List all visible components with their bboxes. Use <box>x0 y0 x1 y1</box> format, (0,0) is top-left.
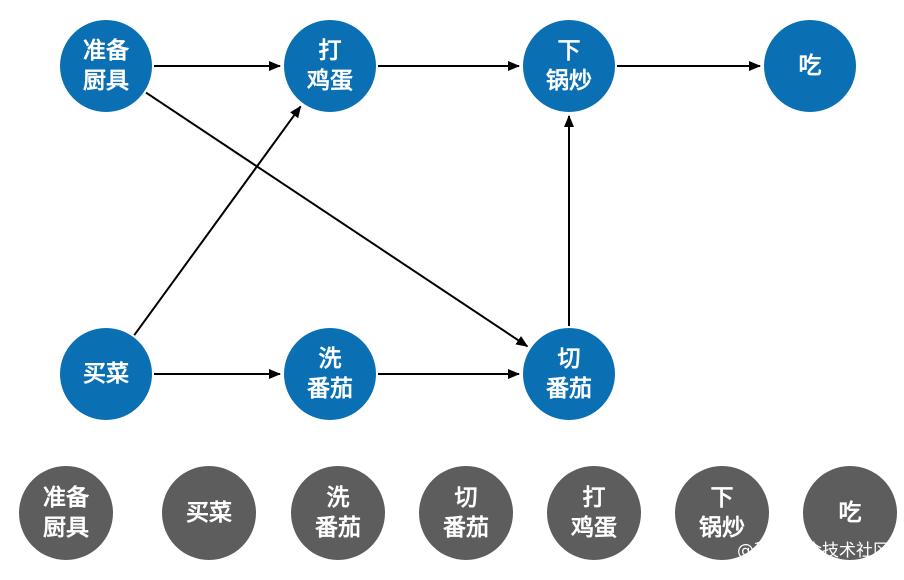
sequence-node-3-label-line: 番茄 <box>314 514 361 541</box>
sequence-node-6: 下锅炒 <box>675 466 769 560</box>
graph-node-wash-label-line: 番茄 <box>306 375 353 402</box>
sequence-node-5: 打鸡蛋 <box>547 466 641 560</box>
graph-node-eat-circle <box>764 20 856 112</box>
sequence-node-4-label-line: 切 <box>455 485 478 511</box>
sequence-node-4: 切番茄 <box>419 466 513 560</box>
graph-node-stirfry-label-line: 下 <box>558 38 581 64</box>
graph-node-eat: 吃 <box>764 20 856 112</box>
graph-node-prepare-circle <box>60 20 152 112</box>
watermark-text: @稀土掘金技术社区 <box>737 541 890 561</box>
edge-buy-to-beat <box>133 105 302 336</box>
graph-node-eat-label-line: 吃 <box>799 53 822 79</box>
graph-node-cut-label-line: 番茄 <box>545 375 592 402</box>
graph-node-buy-circle <box>60 328 152 420</box>
graph-node-cut-label-line: 切 <box>558 346 581 372</box>
sequence-node-3: 洗番茄 <box>291 466 385 560</box>
sequence-node-2: 买菜 <box>162 466 256 560</box>
sequence-node-2-circle <box>162 466 256 560</box>
sequence-node-1-label-line: 准备 <box>43 484 90 511</box>
graph-node-cut-circle <box>523 328 615 420</box>
graph-node-beat: 打鸡蛋 <box>284 20 376 112</box>
sequence-node-3-label-line: 洗 <box>327 485 350 511</box>
sequence-node-6-label-line: 下 <box>711 485 734 511</box>
edges-layer <box>133 61 761 379</box>
sequence-node-3-circle <box>291 466 385 560</box>
sequence-node-6-label-line: 锅炒 <box>699 514 745 541</box>
sequence-node-4-label-line: 番茄 <box>442 514 489 541</box>
graph-node-beat-label-line: 打 <box>319 37 342 64</box>
graph-node-stirfry: 下锅炒 <box>523 20 615 112</box>
sequence-node-5-circle <box>547 466 641 560</box>
graph-node-wash-label-line: 洗 <box>319 346 342 372</box>
sequence-node-1-circle <box>19 466 113 560</box>
graph-node-beat-circle <box>284 20 376 112</box>
graph-node-wash: 洗番茄 <box>284 328 376 420</box>
graph-node-stirfry-circle <box>523 20 615 112</box>
graph-node-prepare-label-line: 厨具 <box>83 68 129 94</box>
graph-node-stirfry-label-line: 锅炒 <box>546 67 592 94</box>
graph-node-buy-label-line: 买菜 <box>83 361 129 387</box>
sequence-node-7-circle <box>803 466 897 560</box>
sequence-node-1-label-line: 厨具 <box>43 515 89 541</box>
sequence-node-6-circle <box>675 466 769 560</box>
sequence-node-7-label-line: 吃 <box>839 500 862 526</box>
edge-prepare-to-cut <box>145 91 529 348</box>
sequence-node-7: 吃 <box>803 466 897 560</box>
graph-node-beat-label-line: 鸡蛋 <box>306 67 353 94</box>
sequence-node-2-label-line: 买菜 <box>186 500 232 526</box>
graph-node-prepare-label-line: 准备 <box>83 37 130 64</box>
graph-node-wash-circle <box>284 328 376 420</box>
graph-node-cut: 切番茄 <box>523 328 615 420</box>
sequence-node-4-circle <box>419 466 513 560</box>
graph-node-buy: 买菜 <box>60 328 152 420</box>
sequence-node-5-label-line: 打 <box>583 484 606 511</box>
sequence-node-5-label-line: 鸡蛋 <box>570 514 617 541</box>
